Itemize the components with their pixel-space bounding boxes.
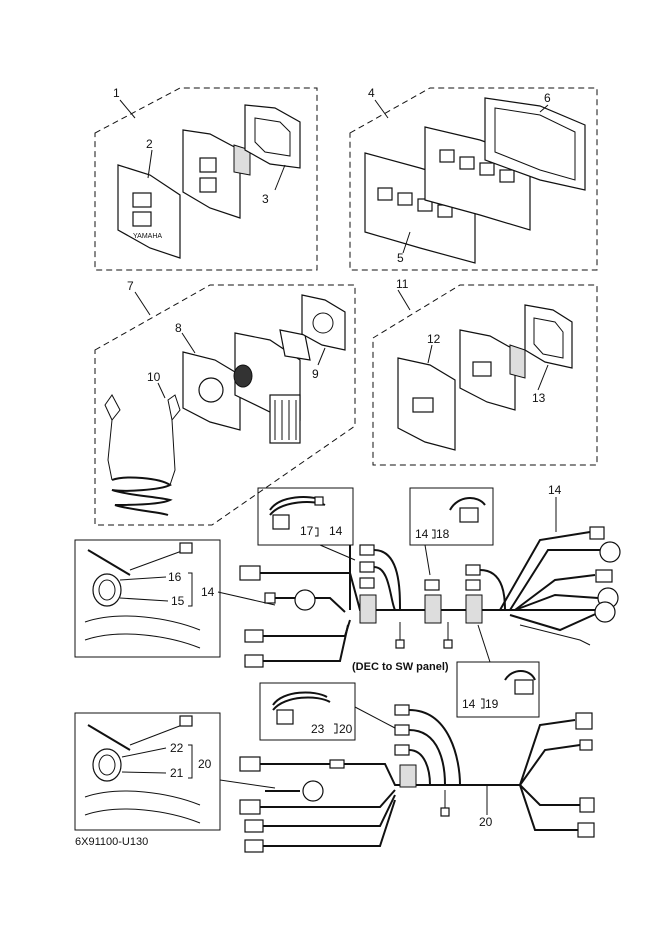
wiring-harness-20 xyxy=(239,704,595,853)
assembly-group-1: 1 YAMAHA 2 3 xyxy=(94,86,318,271)
inset-connector-18: 14 18 xyxy=(409,487,494,546)
callout-3: 3 xyxy=(262,192,269,206)
switch-body-11 xyxy=(459,329,526,411)
callout-10: 10 xyxy=(147,370,161,384)
stop-switch-body xyxy=(233,329,311,444)
diagram-code: 6X91100-U130 xyxy=(75,836,148,848)
assembly-group-7: 7 8 9 10 xyxy=(94,279,356,526)
callout-5: 5 xyxy=(397,251,404,265)
switch-body xyxy=(182,129,251,219)
callout-9: 9 xyxy=(312,367,319,381)
callout-14b: 14 xyxy=(415,527,429,541)
callout-7: 7 xyxy=(127,279,134,293)
callout-17: 17 xyxy=(300,524,314,538)
inset-connector-17: 17 14 xyxy=(257,487,354,546)
callout-14e: 14 xyxy=(462,697,476,711)
callout-16: 16 xyxy=(168,570,182,584)
wiring-harness-14 xyxy=(239,526,621,668)
inset-connector-19: 14 19 xyxy=(456,661,540,718)
assembly-group-4: 4 5 6 xyxy=(349,86,598,271)
callout-8: 8 xyxy=(175,321,182,335)
callout-15: 15 xyxy=(171,594,185,608)
inset-grommet-15-16: 16 15 14 xyxy=(74,539,276,658)
panel-note: (DEC to SW panel) xyxy=(352,661,449,673)
gasket-part-13 xyxy=(524,304,573,369)
switch-panel-part-2: YAMAHA xyxy=(117,164,181,259)
callout-20b: 20 xyxy=(198,757,212,771)
switch-panel-part-12 xyxy=(397,357,456,451)
callout-19: 19 xyxy=(485,697,499,711)
callout-1: 1 xyxy=(113,86,120,100)
callout-11: 11 xyxy=(396,277,409,291)
callout-14d: 14 xyxy=(201,585,215,599)
harness-section-20: 23 20 22 21 20 xyxy=(74,682,595,853)
lanyard-part-10 xyxy=(104,394,181,516)
brand-mark: YAMAHA xyxy=(133,233,162,240)
callout-20c: 20 xyxy=(479,815,493,829)
callout-14c: 14 xyxy=(548,483,562,497)
inset-grommet-21-22: 22 21 20 xyxy=(74,712,276,831)
callout-4: 4 xyxy=(368,86,375,100)
callout-6: 6 xyxy=(544,91,551,105)
gasket-part-9 xyxy=(301,294,346,351)
callout-2: 2 xyxy=(146,137,153,151)
callout-23: 23 xyxy=(311,722,325,736)
callout-20a: 20 xyxy=(339,722,353,736)
callout-13: 13 xyxy=(532,391,546,405)
callout-22: 22 xyxy=(170,741,184,755)
callout-12: 12 xyxy=(427,332,441,346)
assembly-group-11: 11 12 13 xyxy=(372,277,598,466)
gasket-part-3 xyxy=(244,104,301,169)
cover-part-8 xyxy=(182,351,241,431)
gasket-part-6 xyxy=(484,97,586,191)
callout-14a: 14 xyxy=(329,524,343,538)
inset-connector-23: 23 20 xyxy=(259,682,356,741)
harness-section-14: 17 14 14 18 14 16 15 xyxy=(74,483,621,718)
callout-18: 18 xyxy=(436,527,450,541)
callout-21: 21 xyxy=(170,766,184,780)
